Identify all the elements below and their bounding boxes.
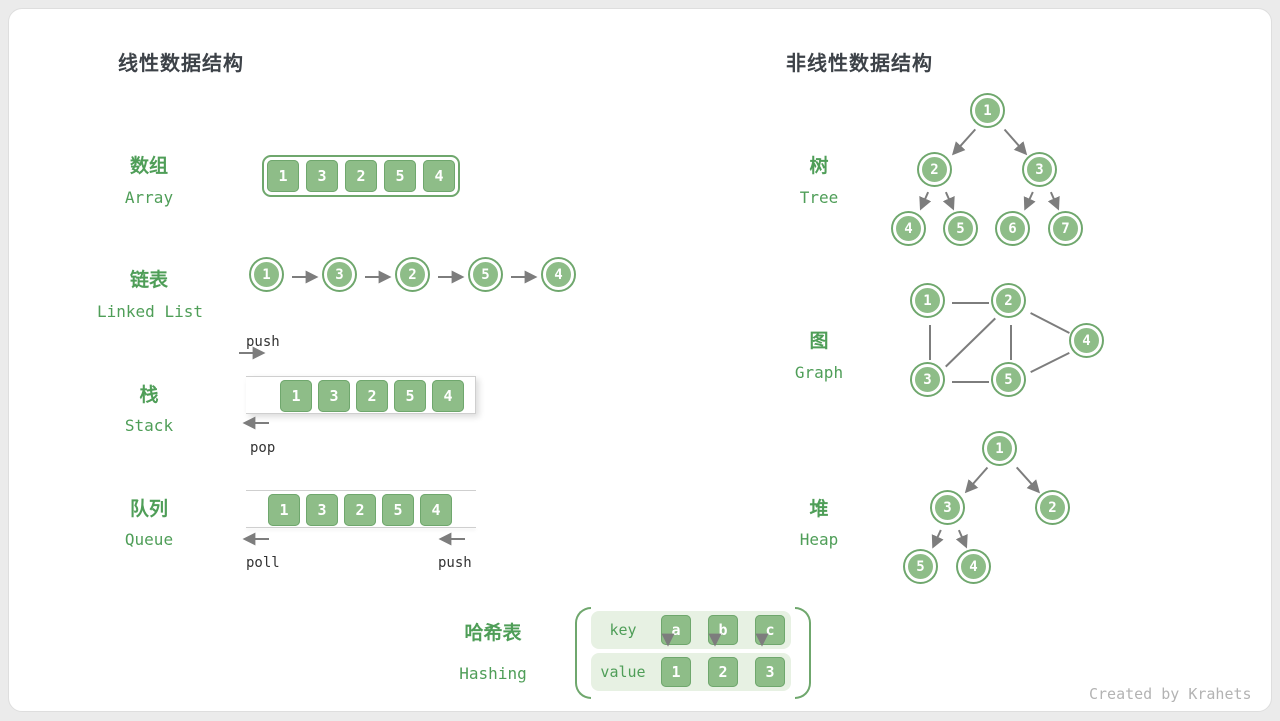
diagram-card: 线性数据结构 非线性数据结构 数组 Array 链表 Linked List 栈… <box>8 8 1272 712</box>
graph-node: 5 <box>993 364 1024 395</box>
queue-top-line <box>246 490 476 491</box>
linked-list-node: 4 <box>543 259 574 290</box>
stack-cell: 4 <box>432 380 464 412</box>
tree-edge <box>951 128 977 156</box>
array-cell: 1 <box>267 160 299 192</box>
heap-node: 3 <box>932 492 963 523</box>
queue-cell: 2 <box>344 494 376 526</box>
heap-label-zh: 堆 <box>809 499 829 520</box>
queue-cell: 1 <box>268 494 300 526</box>
tree-node: 7 <box>1050 213 1081 244</box>
linked-list-node: 3 <box>324 259 355 290</box>
heap-label-en: Heap <box>799 530 839 549</box>
hash-key-cell: c <box>755 615 785 645</box>
tree-label-en: Tree <box>799 188 839 207</box>
graph-edge <box>1030 312 1070 334</box>
stack-pop-label: pop <box>250 440 276 456</box>
graph-node: 1 <box>912 285 943 316</box>
stack-label-en: Stack <box>124 416 174 435</box>
graph-node: 3 <box>912 364 943 395</box>
array-label-en: Array <box>124 188 174 207</box>
linked-list-node: 1 <box>251 259 282 290</box>
hash-bracket-left <box>575 607 591 699</box>
stack-cell: 2 <box>356 380 388 412</box>
stack-cell: 5 <box>394 380 426 412</box>
queue-push-label: push <box>438 555 472 571</box>
tree-edge <box>942 191 955 211</box>
graph-node: 2 <box>993 285 1024 316</box>
credit-text: Created by Krahets <box>1089 685 1252 703</box>
array-cell: 5 <box>384 160 416 192</box>
queue-bottom-line <box>246 527 476 528</box>
graph-label-zh: 图 <box>809 331 829 352</box>
linked-list-label-zh: 链表 <box>129 270 168 291</box>
graph-label-en: Graph <box>794 363 844 382</box>
tree-edge <box>919 191 932 211</box>
tree-edge <box>1023 191 1036 211</box>
heap-edge <box>1015 466 1041 494</box>
stack-push-label: push <box>246 334 280 350</box>
array-cell: 3 <box>306 160 338 192</box>
hash-value-label: value <box>600 663 646 681</box>
stack-label-zh: 栈 <box>139 385 159 406</box>
linked-list-label-en: Linked List <box>97 302 203 321</box>
tree-node: 4 <box>893 213 924 244</box>
array-cell: 2 <box>345 160 377 192</box>
tree-node: 3 <box>1024 154 1055 185</box>
hash-key-cell: a <box>661 615 691 645</box>
stack-container <box>246 376 476 414</box>
hash-value-cell: 2 <box>708 657 738 687</box>
graph-edge <box>1030 351 1070 374</box>
tree-node: 2 <box>919 154 950 185</box>
queue-cell: 3 <box>306 494 338 526</box>
queue-cell: 5 <box>382 494 414 526</box>
hash-key-label: key <box>609 621 637 639</box>
linked-list-node: 2 <box>397 259 428 290</box>
linked-list-node: 5 <box>470 259 501 290</box>
tree-label-zh: 树 <box>809 156 829 177</box>
graph-node: 4 <box>1071 325 1102 356</box>
tree-node: 1 <box>972 95 1003 126</box>
hash-label-en: Hashing <box>459 664 527 683</box>
queue-label-en: Queue <box>124 530 174 549</box>
tree-edge <box>1003 128 1028 156</box>
heap-edge <box>931 529 944 549</box>
tree-edge <box>1047 191 1060 211</box>
hash-key-cell: b <box>708 615 738 645</box>
queue-cell: 4 <box>420 494 452 526</box>
array-cell: 4 <box>423 160 455 192</box>
heap-node: 2 <box>1037 492 1068 523</box>
queue-poll-label: poll <box>246 555 280 571</box>
hash-value-cell: 1 <box>661 657 691 687</box>
heap-node: 5 <box>905 551 936 582</box>
heap-edge <box>964 466 989 494</box>
queue-label-zh: 队列 <box>129 499 168 520</box>
hash-label-zh: 哈希表 <box>464 623 522 644</box>
linear-section-title: 线性数据结构 <box>118 53 244 75</box>
hash-value-cell: 3 <box>755 657 785 687</box>
heap-node: 4 <box>958 551 989 582</box>
heap-node: 1 <box>984 433 1015 464</box>
nonlinear-section-title: 非线性数据结构 <box>786 53 933 75</box>
graph-edge <box>945 317 996 368</box>
hash-bracket-right <box>795 607 811 699</box>
array-label-zh: 数组 <box>129 156 168 177</box>
tree-node: 6 <box>997 213 1028 244</box>
tree-node: 5 <box>945 213 976 244</box>
heap-edge <box>955 529 968 549</box>
stack-cell: 3 <box>318 380 350 412</box>
stack-cell: 1 <box>280 380 312 412</box>
